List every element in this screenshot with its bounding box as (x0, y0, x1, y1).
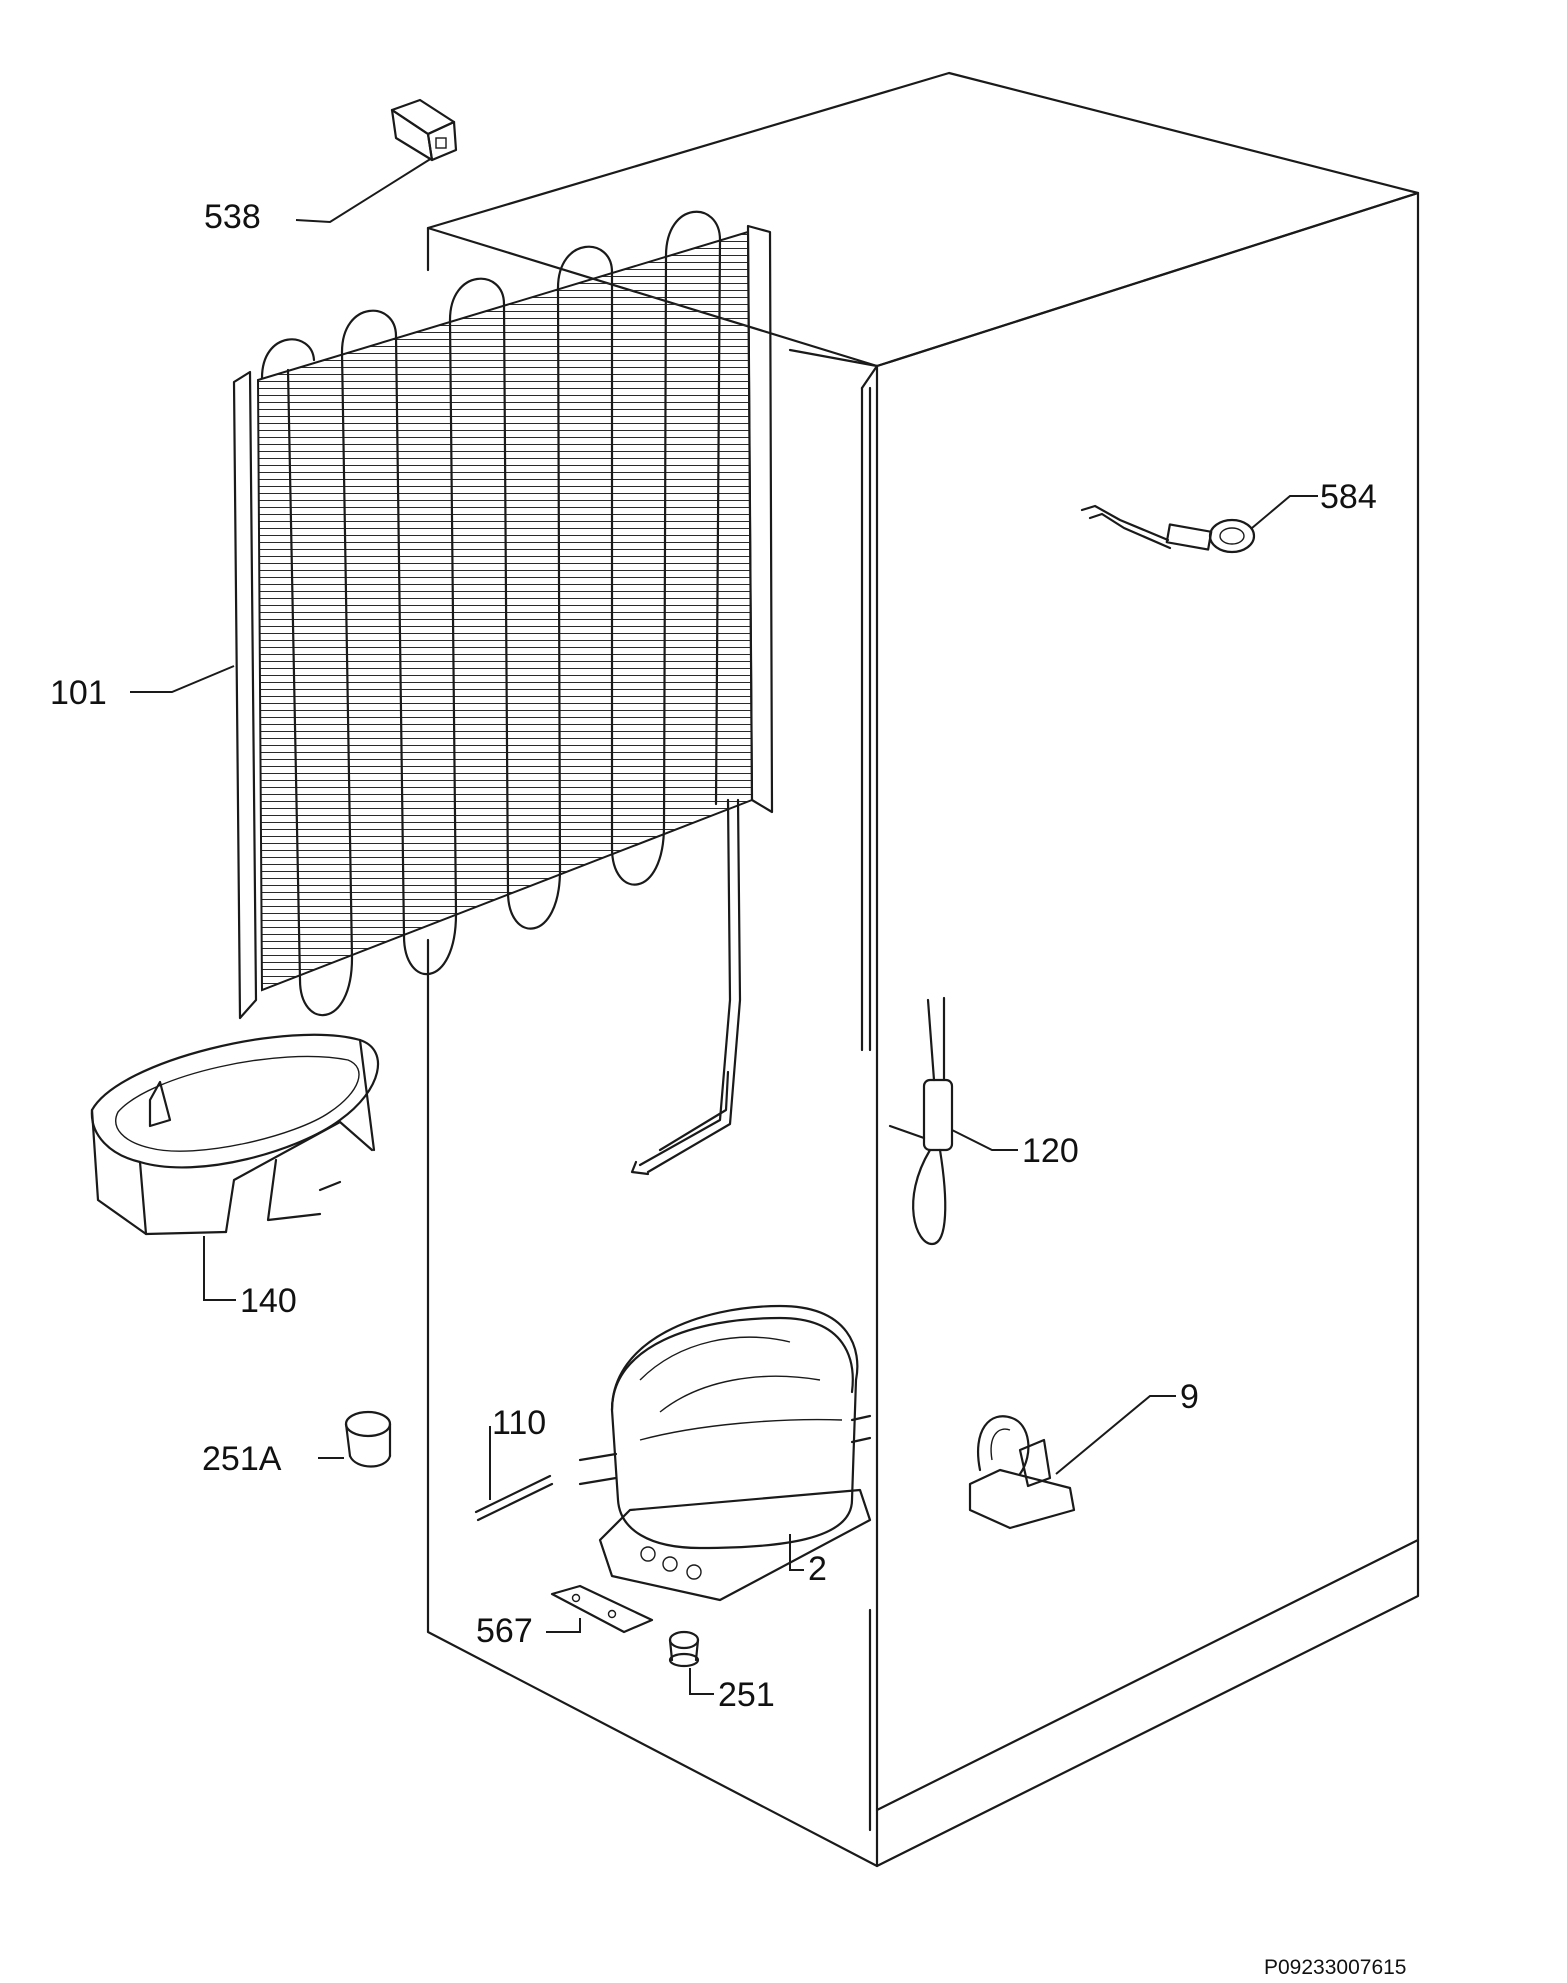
part-label-120: 120 (1022, 1132, 1079, 1170)
part-label-538: 538 (204, 198, 261, 236)
condenser-bottom-bends (298, 824, 666, 1017)
leader-lines (130, 157, 1318, 1695)
drawing-code: P09233007615 (1264, 1956, 1406, 1979)
grommet-b (668, 1630, 700, 1668)
relay-part (888, 996, 954, 1246)
part-labels: 538 584 101 120 140 9 110 251A 2 567 251 (50, 198, 1377, 1714)
condenser-tubes (286, 238, 722, 982)
grommet-a (344, 1410, 392, 1468)
part-label-110: 110 (492, 1404, 546, 1442)
part-label-9: 9 (1180, 1378, 1199, 1416)
part-label-584: 584 (1320, 478, 1377, 516)
part-label-140: 140 (240, 1282, 297, 1320)
condenser-top-bends (260, 210, 722, 380)
drip-tray (90, 1033, 380, 1236)
clip-part (390, 98, 458, 162)
compressor (578, 1304, 872, 1602)
part-label-2: 2 (808, 1550, 827, 1588)
mounting-bracket (550, 1584, 654, 1634)
part-label-251a: 251A (202, 1440, 282, 1478)
cable-clamp (968, 1415, 1076, 1530)
pipe-part (474, 1474, 554, 1522)
part-label-567: 567 (476, 1612, 533, 1650)
sensor-probe (1080, 504, 1256, 554)
part-label-251: 251 (718, 1676, 775, 1714)
part-label-101: 101 (50, 674, 107, 712)
capillary-pipe (658, 1070, 730, 1152)
condenser (232, 210, 774, 1176)
